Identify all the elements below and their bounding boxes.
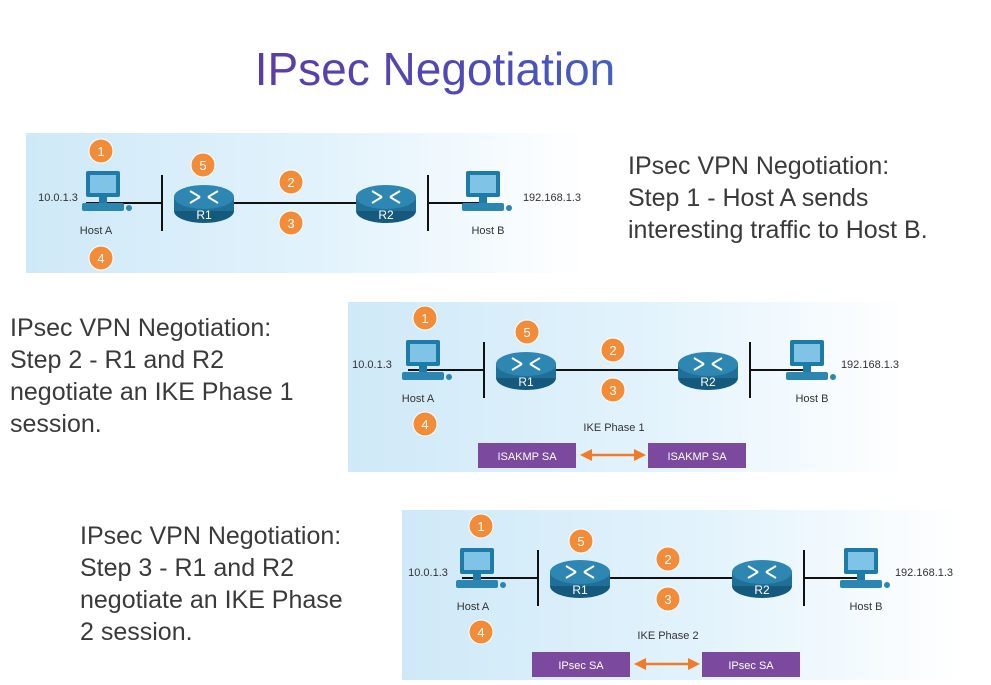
host-b-ip: 192.168.1.3	[895, 567, 953, 579]
marker-5: 5	[568, 528, 594, 554]
step-3-line: 2 session.	[80, 618, 193, 646]
host-b-computer-icon	[840, 548, 890, 588]
host-b-ip: 192.168.1.3	[523, 192, 581, 204]
svg-text:3: 3	[287, 216, 294, 231]
step-1-line: IPsec VPN Negotiation:	[628, 152, 890, 180]
isakmp-sa-left-box: ISAKMP SA	[478, 443, 576, 468]
step-3-line: negotiate an IKE Phase	[80, 586, 343, 614]
ipsec-sa-left-box: IPsec SA	[532, 652, 630, 677]
host-b-label: Host B	[849, 601, 882, 613]
svg-text:1: 1	[477, 519, 484, 534]
page-title: IPsec Negotiation	[0, 42, 870, 96]
svg-text:5: 5	[523, 325, 530, 340]
step-2-line: IPsec VPN Negotiation:	[10, 314, 272, 342]
isakmp-sa-right-box: ISAKMP SA	[648, 443, 746, 468]
step-2-description: IPsec VPN Negotiation: Step 2 - R1 and R…	[10, 312, 294, 440]
marker-2: 2	[655, 546, 681, 572]
marker-1: 1	[88, 138, 114, 164]
step-1-description: IPsec VPN Negotiation: Step 1 - Host A s…	[628, 150, 928, 246]
host-a-label: Host A	[457, 601, 490, 613]
step-1-line: Step 1 - Host A sends	[628, 184, 869, 212]
host-a-ip: 10.0.1.3	[38, 192, 78, 204]
svg-text:2: 2	[609, 343, 616, 358]
r2-label: R2	[378, 208, 394, 222]
step-1-diagram: 10.0.1.3 Host A R1 R2 192.168.1.3 Host B…	[26, 133, 586, 273]
router-r1-icon	[496, 352, 556, 390]
sa-double-arrow-icon	[580, 449, 646, 461]
svg-text:4: 4	[477, 625, 484, 640]
step-3-line: IPsec VPN Negotiation:	[80, 522, 342, 550]
marker-1: 1	[468, 513, 494, 539]
step-3-diagram: 10.0.1.3 Host A R1 R2 192.168.1.3 Host B…	[402, 510, 962, 680]
marker-1: 1	[412, 305, 438, 331]
ipsec-sa-right-box: IPsec SA	[702, 652, 800, 677]
marker-3: 3	[600, 377, 626, 403]
step-2-diagram: 10.0.1.3 Host A R1 R2 192.168.1.3 Host B…	[348, 302, 908, 472]
router-r2-icon	[356, 185, 416, 223]
svg-text:IPsec SA: IPsec SA	[728, 660, 774, 672]
ike-phase-1-label: IKE Phase 1	[583, 422, 644, 434]
host-b-ip: 192.168.1.3	[841, 359, 899, 371]
r2-label: R2	[700, 375, 716, 389]
marker-4: 4	[88, 245, 114, 271]
svg-text:5: 5	[577, 534, 584, 549]
host-b-label: Host B	[471, 225, 504, 237]
host-b-label: Host B	[795, 393, 828, 405]
step-2-line: negotiate an IKE Phase 1	[10, 378, 294, 406]
router-r2-icon	[732, 560, 792, 598]
marker-2: 2	[278, 169, 304, 195]
svg-text:1: 1	[97, 144, 104, 159]
marker-3: 3	[278, 210, 304, 236]
svg-text:2: 2	[287, 175, 294, 190]
host-a-label: Host A	[402, 393, 435, 405]
host-b-computer-icon	[462, 171, 512, 211]
r1-label: R1	[518, 375, 534, 389]
host-a-label: Host A	[80, 225, 113, 237]
step-3-line: Step 3 - R1 and R2	[80, 554, 295, 582]
step-3-description: IPsec VPN Negotiation: Step 3 - R1 and R…	[80, 520, 343, 648]
host-a-computer-icon	[402, 340, 452, 380]
sa-double-arrow-icon	[634, 658, 700, 670]
r1-label: R1	[572, 583, 588, 597]
step-2-line: session.	[10, 410, 102, 438]
ike-phase-2-label: IKE Phase 2	[637, 630, 698, 642]
router-r1-icon	[550, 560, 610, 598]
r1-label: R1	[196, 208, 212, 222]
step-2-line: Step 2 - R1 and R2	[10, 346, 225, 374]
marker-2: 2	[600, 337, 626, 363]
marker-5: 5	[190, 152, 216, 178]
step-1-line: interesting traffic to Host B.	[628, 216, 928, 244]
svg-text:3: 3	[609, 383, 616, 398]
svg-text:3: 3	[664, 592, 671, 607]
marker-3: 3	[655, 586, 681, 612]
marker-4: 4	[468, 619, 494, 645]
host-a-ip: 10.0.1.3	[408, 567, 448, 579]
router-r1-icon	[174, 185, 234, 223]
r2-label: R2	[754, 583, 770, 597]
host-a-computer-icon	[82, 171, 132, 211]
host-a-computer-icon	[456, 548, 506, 588]
router-r2-icon	[678, 352, 738, 390]
svg-text:2: 2	[664, 552, 671, 567]
svg-text:IPsec SA: IPsec SA	[558, 660, 604, 672]
svg-text:5: 5	[199, 158, 206, 173]
svg-text:1: 1	[421, 311, 428, 326]
svg-text:ISAKMP SA: ISAKMP SA	[667, 451, 727, 463]
svg-text:ISAKMP SA: ISAKMP SA	[497, 451, 557, 463]
svg-text:4: 4	[421, 417, 428, 432]
host-b-computer-icon	[786, 340, 836, 380]
svg-text:4: 4	[97, 251, 104, 266]
marker-5: 5	[514, 319, 540, 345]
host-a-ip: 10.0.1.3	[352, 359, 392, 371]
marker-4: 4	[412, 411, 438, 437]
